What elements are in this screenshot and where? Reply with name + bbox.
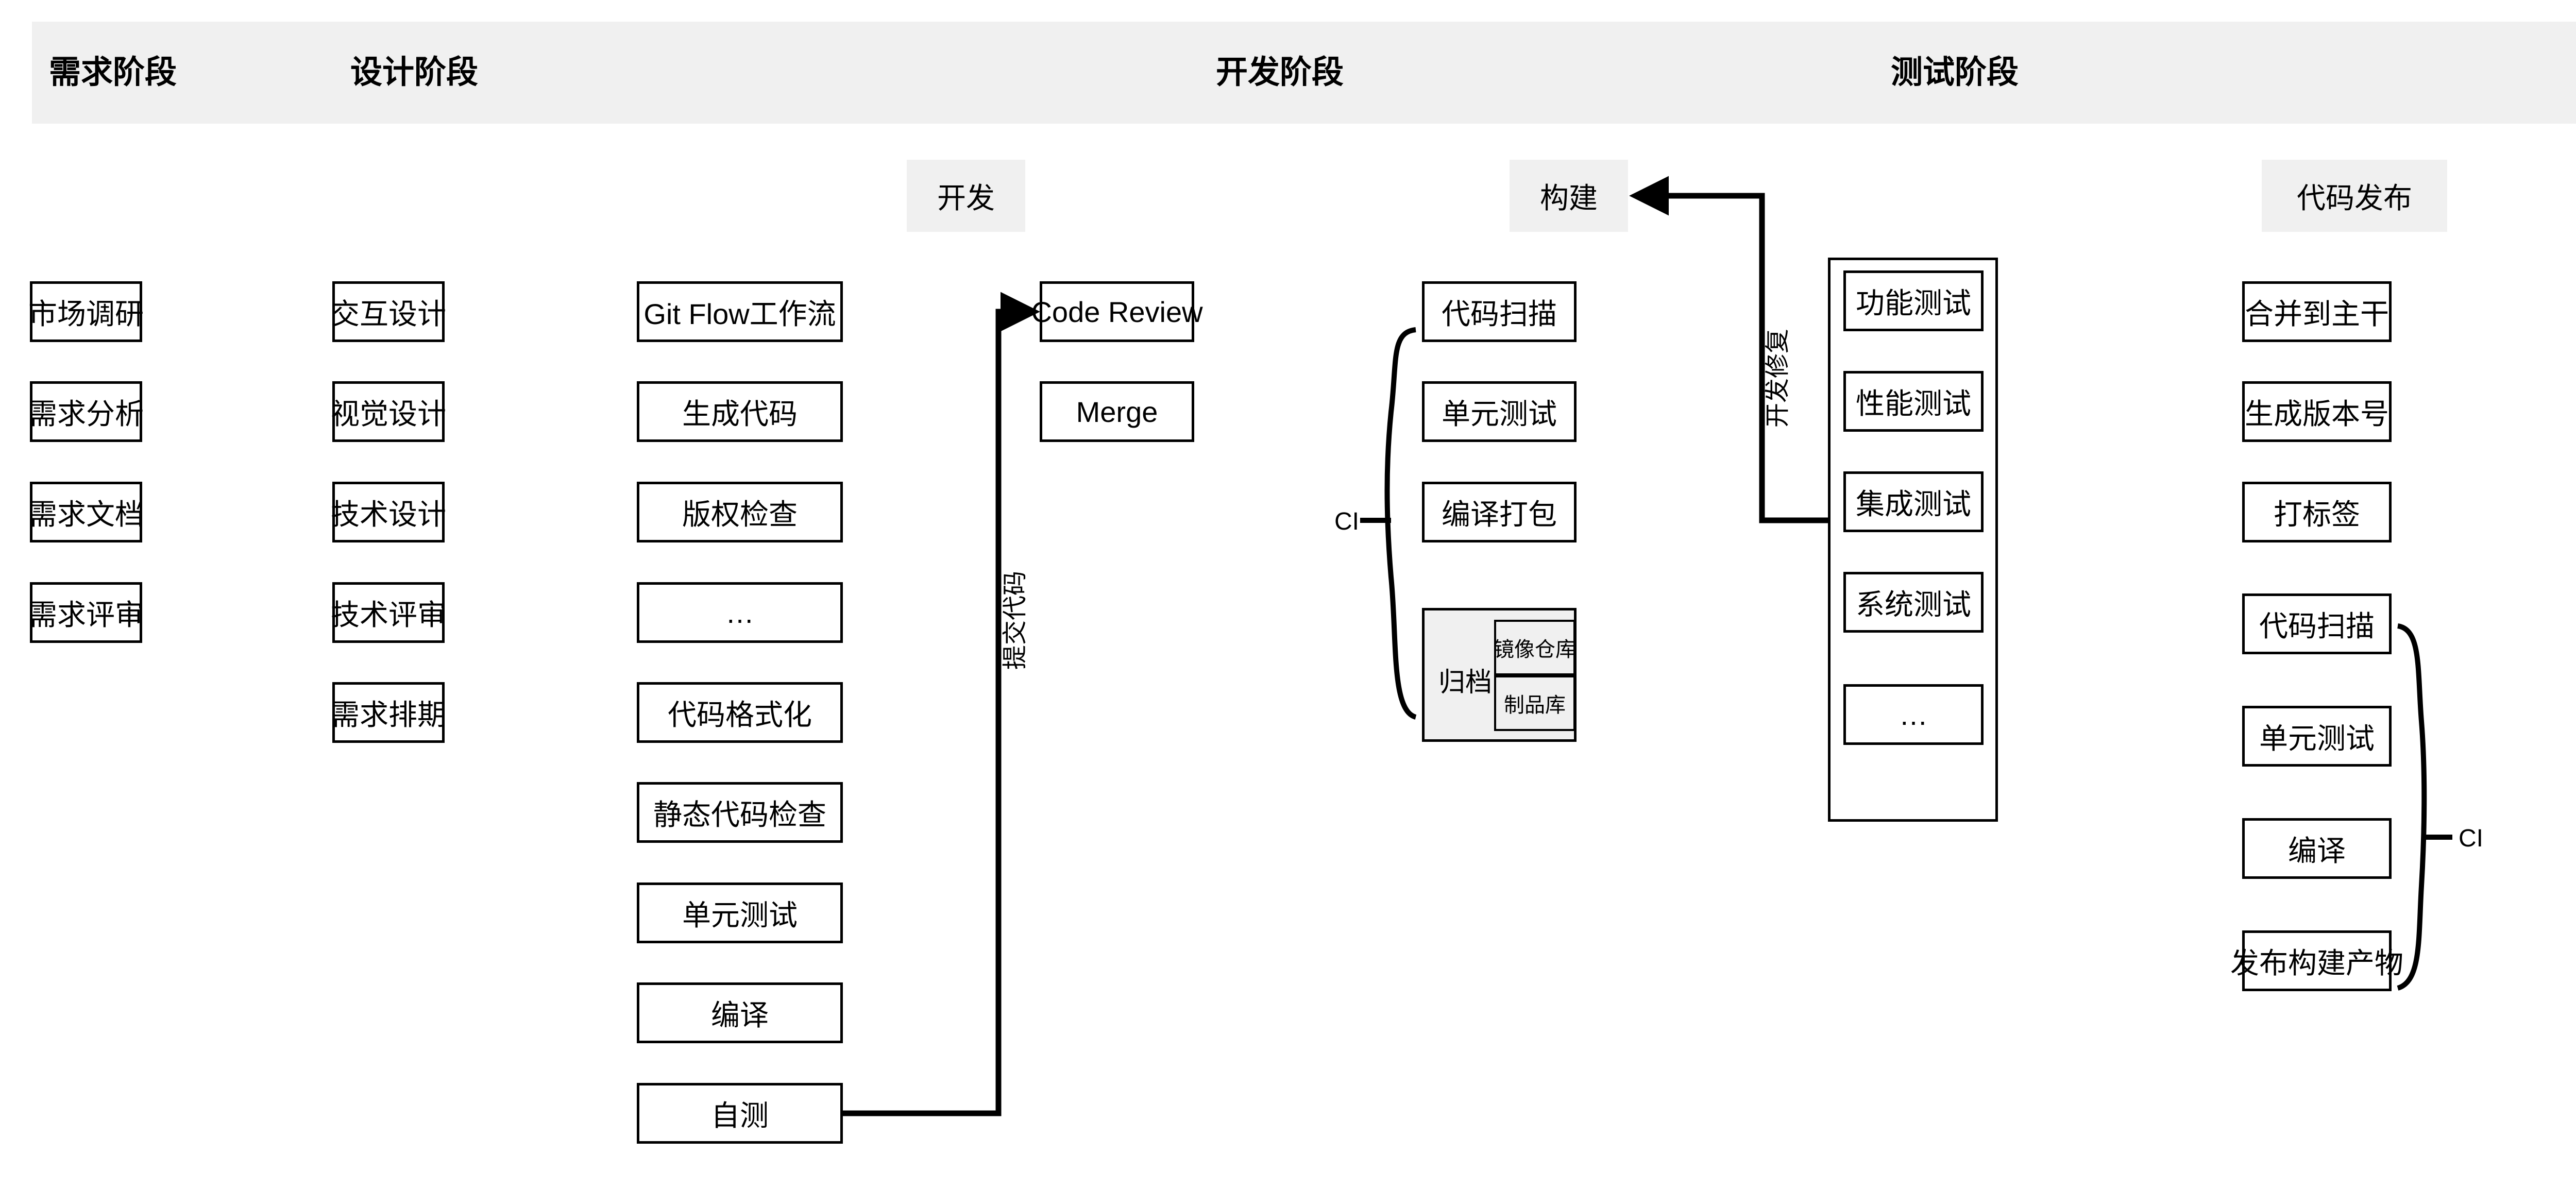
- box-code-release-4[interactable]: 单元测试: [2242, 706, 2392, 767]
- phase-label-test: 测试阶段: [1891, 55, 2019, 90]
- box-requirement-3[interactable]: 需求评审: [28, 582, 144, 643]
- box-dev-5[interactable]: 静态代码检查: [637, 782, 843, 843]
- substage-dev: 开发: [907, 160, 1025, 232]
- box-dev-6[interactable]: 单元测试: [637, 882, 843, 943]
- box-requirement-1[interactable]: 需求分析: [28, 381, 144, 442]
- edge-label-commit-code: 提交代码: [1002, 570, 1029, 670]
- box-code-release-0[interactable]: 合并到主干: [2242, 281, 2392, 342]
- ci-label-build: CI: [1334, 508, 1359, 535]
- box-code-release-6[interactable]: 发布构建产物: [2230, 930, 2403, 991]
- box-code-release-1[interactable]: 生成版本号: [2242, 381, 2392, 442]
- box-dev-8[interactable]: 自测: [637, 1083, 843, 1144]
- edge-label-dev-fix: 开发修复: [1764, 328, 1791, 428]
- box-dev-4[interactable]: 代码格式化: [637, 682, 843, 743]
- box-test-4[interactable]: …: [1843, 684, 1984, 745]
- box-design-2[interactable]: 技术设计: [331, 482, 446, 542]
- box-design-3[interactable]: 技术评审: [331, 582, 446, 643]
- box-dev-0[interactable]: Git Flow工作流: [637, 281, 843, 342]
- box-design-0[interactable]: 交互设计: [331, 281, 446, 342]
- box-dev-1[interactable]: 生成代码: [637, 381, 843, 442]
- box-review-1[interactable]: Merge: [1040, 381, 1194, 442]
- box-test-3[interactable]: 系统测试: [1843, 572, 1984, 633]
- box-code-release-2[interactable]: 打标签: [2242, 482, 2392, 542]
- edge-commit-code: [843, 292, 1040, 1116]
- ci-brace-build: [1384, 327, 1417, 720]
- edge-dev-fix: [1629, 176, 1828, 523]
- box-requirement-2[interactable]: 需求文档: [28, 482, 144, 542]
- substage-code-release: 代码发布: [2262, 160, 2447, 232]
- phase-band: [32, 22, 2576, 124]
- phase-label-requirement: 需求阶段: [49, 55, 177, 90]
- substage-build: 构建: [1510, 160, 1628, 232]
- box-code-release-3[interactable]: 代码扫描: [2242, 593, 2392, 654]
- archive-label: 归档: [1438, 668, 1493, 698]
- box-dev-3[interactable]: …: [637, 582, 843, 643]
- box-review-0[interactable]: Code Review: [1031, 281, 1203, 342]
- box-dev-2[interactable]: 版权检查: [637, 482, 843, 542]
- phase-label-develop: 开发阶段: [1216, 55, 1344, 90]
- ci-label-release: CI: [2459, 825, 2483, 852]
- phase-label-design: 设计阶段: [350, 55, 479, 90]
- box-build-2[interactable]: 编译打包: [1422, 482, 1577, 542]
- box-test-2[interactable]: 集成测试: [1843, 471, 1984, 532]
- box-build-0[interactable]: 代码扫描: [1422, 281, 1577, 342]
- box-design-4[interactable]: 需求排期: [331, 682, 446, 743]
- archive-item-mirror-repo[interactable]: 镜像仓库: [1494, 620, 1576, 675]
- archive-item-artifact-repo[interactable]: 制品库: [1494, 675, 1575, 731]
- box-dev-7[interactable]: 编译: [637, 982, 843, 1043]
- box-code-release-5[interactable]: 编译: [2242, 818, 2392, 879]
- ci-brace-release: [2397, 623, 2427, 991]
- box-build-1[interactable]: 单元测试: [1422, 381, 1577, 442]
- box-test-1[interactable]: 性能测试: [1843, 371, 1984, 432]
- box-requirement-0[interactable]: 市场调研: [28, 281, 144, 342]
- box-test-0[interactable]: 功能测试: [1843, 270, 1984, 331]
- box-design-1[interactable]: 视觉设计: [331, 381, 446, 442]
